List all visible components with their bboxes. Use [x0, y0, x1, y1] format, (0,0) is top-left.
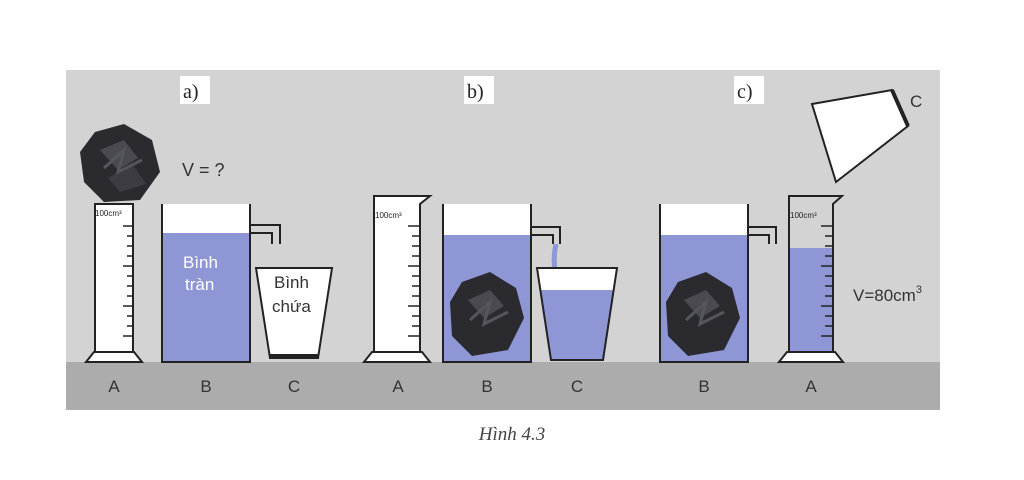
catch-vessel-c-tilted — [810, 88, 910, 184]
cylinder-b: 100cm³ — [361, 195, 433, 363]
floor-letter-b3: B — [698, 377, 709, 396]
stone-c — [666, 272, 740, 356]
volume-unknown-label: V = ? — [182, 160, 225, 180]
floor-letter-c1: C — [288, 377, 300, 396]
diagram-figure: a) b) c) 100cm³ V = ? Bình tràn — [66, 70, 940, 410]
stone-b — [450, 272, 524, 356]
floor-letter-a2: A — [392, 377, 404, 396]
floor-letter-b1: B — [200, 377, 211, 396]
cylinder-a1: 100cm³ — [83, 203, 145, 363]
catch-vessel-label-line2: chứa — [272, 297, 311, 316]
tilted-vessel-letter: C — [910, 92, 922, 111]
floor-letter-b2: B — [481, 377, 492, 396]
overflow-vessel-label-line2: tràn — [185, 275, 214, 294]
cylinder-scale-label: 100cm³ — [95, 209, 122, 218]
overflow-vessel-a — [161, 204, 281, 363]
panel-label-b: b) — [467, 81, 484, 103]
panel-label-a: a) — [183, 81, 199, 103]
overflow-vessel-label-line1: Bình — [183, 253, 218, 272]
floor — [66, 362, 940, 410]
stone-a — [80, 124, 160, 202]
panel-label-c: c) — [737, 81, 753, 103]
floor-letter-a3: A — [805, 377, 817, 396]
floor-letter-c2: C — [571, 377, 583, 396]
cylinder-scale-label: 100cm³ — [790, 211, 817, 220]
cylinder-scale-label: 100cm³ — [375, 211, 402, 220]
catch-vessel-label-line1: Bình — [274, 273, 309, 292]
catch-vessel-b — [535, 267, 619, 361]
floor-letter-a1: A — [108, 377, 120, 396]
cylinder-c: 100cm³ — [776, 195, 846, 363]
volume-result-label: V=80cm3 — [853, 284, 922, 305]
figure-caption: Hình 4.3 — [478, 424, 546, 445]
catch-vessel-a — [254, 267, 334, 359]
